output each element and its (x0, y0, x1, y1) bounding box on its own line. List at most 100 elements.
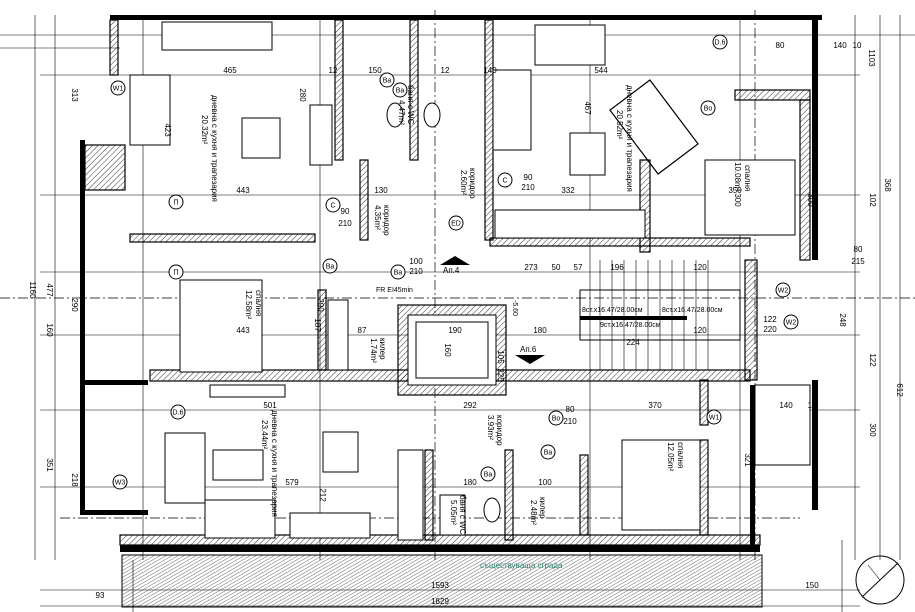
dimension-opening: 215 (851, 257, 865, 266)
sofa-ne (492, 69, 532, 151)
room-bath-2-area: 5.05m² (449, 500, 458, 525)
dimension-top: 12 (441, 66, 450, 75)
door-tag-circle (448, 215, 464, 231)
existing-building-hatch (121, 554, 763, 608)
dimension-vertical: 321 (743, 453, 752, 467)
room-living-ne: дневна с кухня и трапезария (625, 85, 634, 192)
dimension-row6: 579 (285, 478, 299, 487)
dimension-top: 544 (594, 66, 608, 75)
dimension-row2: 443 (236, 186, 250, 195)
dimension-left: 313 (70, 88, 79, 102)
bed-ne (704, 159, 796, 236)
dimension-opening: 210 (521, 183, 535, 192)
dimension-vertical: 160 (443, 343, 452, 357)
kitchen-ne (494, 209, 646, 239)
dimension-left: 160 (45, 323, 54, 337)
door-tag-circle (497, 172, 513, 188)
dimension-opening: 100 (409, 257, 423, 266)
door-tag-circle (706, 409, 722, 425)
dimension-left: 218 (70, 473, 79, 487)
door-tag-circle (379, 72, 395, 88)
dimension-top: 80 (776, 41, 785, 50)
dimension-opening: 210 (409, 267, 423, 276)
annotations: Ап.4 Ап.6 FR EI45min 8ст.х16.47/28.00см … (376, 256, 905, 605)
dimension-vertical: 300 (733, 193, 742, 207)
dimension-row3: 120 (693, 263, 707, 272)
dimension-bottom: 93 (96, 591, 105, 600)
dimension-left: 351 (45, 458, 54, 472)
dimension-row5: 501 (263, 401, 277, 410)
apt4-label: Ап.4 (443, 266, 460, 275)
dimension-right: 248 (838, 313, 847, 327)
door-tag: ED (451, 221, 461, 228)
stair-label-3: 9ст.х16.47/28.00см (600, 322, 661, 329)
room-living-ne-area: 20.52m² (615, 110, 624, 140)
door-tag: Ba (326, 264, 335, 271)
dimension-right: 122 (868, 353, 877, 367)
apt6-label: Ап.6 (520, 345, 537, 354)
dimension-mid: 87 (358, 326, 367, 335)
dimension-right: 1103 (867, 49, 876, 67)
dimension-opening: 210 (338, 219, 352, 228)
room-corridor-2-area: 2.60m² (459, 170, 468, 195)
room-bedroom-se: спалня (676, 442, 685, 468)
door-tag-circle (390, 264, 406, 280)
room-bedroom-w-area: 12.58m² (244, 290, 253, 320)
dimension-mid: 120 (693, 326, 707, 335)
fire-door-label: FR EI45min (376, 287, 413, 294)
exterior-walls (80, 15, 822, 552)
dimension-left: 477 (45, 283, 54, 297)
door-tag: W2 (786, 320, 797, 327)
door-tag-circle (322, 258, 338, 274)
room-living-nw: дневна с кухня и трапезария (210, 95, 219, 202)
door-tag-circle (168, 264, 184, 280)
dimension-row5: 140 (779, 401, 793, 410)
dimension-vertical: 290 (316, 298, 325, 312)
room-living-sw-area: 23.44m² (260, 420, 269, 450)
apt4-marker (440, 256, 470, 265)
dimension-top: 140 (483, 66, 497, 75)
room-bath-1-area: 4.47m² (397, 100, 406, 125)
room-storage-2: килер (538, 497, 547, 519)
furniture (129, 21, 811, 541)
dimension-row6: 180 (463, 478, 477, 487)
door-tag: W1 (113, 86, 124, 93)
dimension-mid: 443 (236, 326, 250, 335)
door-tag-circle (170, 404, 186, 420)
door-tag: Ba (383, 78, 392, 85)
dimension-vertical: 300 (806, 193, 815, 207)
room-bedroom-ne: спалня (743, 165, 752, 191)
dimension-mid: 224 (626, 338, 640, 347)
dimension-row2: 130 (374, 186, 388, 195)
dimension-top: 12 (329, 66, 338, 75)
dimension-right: 368 (883, 178, 892, 192)
dimension-row5: 370 (648, 401, 662, 410)
dimension-row3: 196 (610, 263, 624, 272)
door-tag: Bo (704, 106, 713, 113)
room-corridor-3: коридор (495, 415, 504, 446)
dining-table-sw (322, 431, 359, 473)
room-bath-1: баня с WC (406, 85, 415, 125)
dimension-bottom: 1593 (431, 581, 449, 590)
door-tag-circle (392, 82, 408, 98)
door-tag: Ba (394, 270, 403, 277)
dimension-row2: 332 (561, 186, 575, 195)
dimension-opening: 80 (854, 245, 863, 254)
room-storage-1-area: 1.74m² (369, 338, 378, 363)
sofa-nw (129, 74, 171, 146)
door-tag: Ba (544, 450, 553, 457)
door-tag: D.6 (715, 40, 726, 47)
stair-label-2: 8ст.х16.47/28.00см (662, 307, 723, 314)
door-tag-circle (112, 474, 128, 490)
dimension-opening: 80 (566, 405, 575, 414)
room-corridor-1: коридор (382, 205, 391, 236)
dimension-row5: 292 (463, 401, 477, 410)
bed-w (179, 279, 263, 373)
dimension-opening: 210 (563, 417, 577, 426)
bed-se (621, 439, 701, 531)
dimension-row3: 57 (574, 263, 583, 272)
dimension-right: 102 (868, 193, 877, 207)
